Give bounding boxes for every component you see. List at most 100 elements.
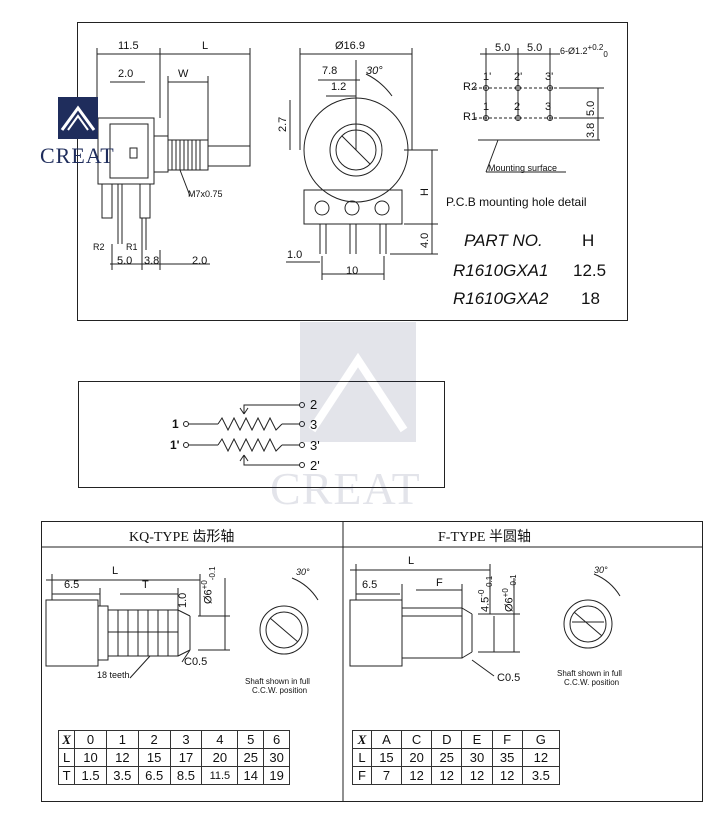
main-drawing-frame bbox=[77, 22, 628, 321]
f-l-cell: 35 bbox=[491, 748, 523, 767]
pcb-pin-1: 1 bbox=[483, 101, 490, 113]
part-table-header-part: PART NO. bbox=[464, 231, 543, 250]
kq-x-cell: 3 bbox=[169, 730, 203, 749]
kq-t-cell: 3.5 bbox=[105, 766, 139, 785]
pcb-caption: P.C.B mounting hole detail bbox=[446, 195, 587, 209]
kq-type-title: KQ-TYPE 齿形轴 bbox=[129, 530, 235, 545]
f-l-label: L bbox=[352, 748, 372, 767]
part-row-2-name: R1610GXA2 bbox=[453, 289, 549, 308]
f-f-label: F bbox=[352, 766, 372, 785]
schem-pin-3p: 3' bbox=[310, 438, 320, 453]
kq-dim-L: L bbox=[112, 565, 119, 577]
pcb-holes-spec: 6-Ø1.2+0.20 bbox=[560, 43, 608, 59]
dim-5-0: 5.0 bbox=[117, 255, 133, 267]
pcb-pin-2: 2 bbox=[514, 101, 521, 113]
kq-x-label: X bbox=[57, 730, 76, 749]
kq-angle: 30° bbox=[296, 567, 310, 577]
f-f-cell: 12 bbox=[401, 766, 433, 785]
f-x-label: X bbox=[352, 730, 372, 749]
f-type-title: F-TYPE 半圆轴 bbox=[438, 530, 531, 545]
kq-x-cell: 5 bbox=[237, 730, 265, 749]
angle-30: 30° bbox=[366, 65, 383, 77]
pcb-dim-5-0b: 5.0 bbox=[527, 42, 543, 54]
part-row-1-name: R1610GXA1 bbox=[453, 261, 549, 280]
label-r2: R2 bbox=[93, 242, 105, 252]
f-dim-diameter: Ø6+0-0.1 bbox=[501, 574, 518, 612]
f-f-cell: 3.5 bbox=[521, 766, 561, 785]
pcb-dim-3-8v: 3.8 bbox=[585, 122, 597, 138]
f-chamfer: C0.5 bbox=[497, 672, 521, 684]
f-dim-F: F bbox=[436, 577, 443, 589]
pcb-pin-3p: 3' bbox=[545, 71, 554, 83]
kq-note-line2: C.C.W. position bbox=[252, 686, 308, 695]
pcb-dim-5-0v: 5.0 bbox=[585, 100, 597, 116]
shaft-types-frame bbox=[41, 521, 703, 802]
kq-dim-6-5: 6.5 bbox=[64, 579, 80, 591]
f-l-cell: 12 bbox=[521, 748, 561, 767]
f-x-cell: E bbox=[461, 730, 493, 749]
dim-2-0-bottom: 2.0 bbox=[192, 255, 208, 267]
dim-2-0-top: 2.0 bbox=[118, 68, 134, 80]
f-x-cell: A bbox=[370, 730, 403, 749]
kq-l-cell: 15 bbox=[137, 748, 171, 767]
kq-t-cell: 8.5 bbox=[169, 766, 203, 785]
kq-l-label: L bbox=[57, 748, 76, 767]
f-l-cell: 30 bbox=[461, 748, 493, 767]
kq-l-cell: 10 bbox=[74, 748, 107, 767]
f-f-cell: 12 bbox=[431, 766, 463, 785]
kq-x-cell: 6 bbox=[263, 730, 290, 749]
part-row-1-h: 12.5 bbox=[573, 261, 607, 280]
kq-t-cell: 19 bbox=[263, 766, 290, 785]
f-angle: 30° bbox=[594, 565, 608, 575]
dim-3-8: 3.8 bbox=[144, 255, 160, 267]
pcb-pin-3: 3 bbox=[545, 101, 552, 113]
kq-t-cell: 14 bbox=[237, 766, 265, 785]
f-dim-L: L bbox=[408, 555, 415, 567]
kq-t-cell: 1.5 bbox=[74, 766, 107, 785]
kq-dim-T: T bbox=[142, 579, 149, 591]
schem-pin-1: 1 bbox=[172, 417, 179, 431]
kq-dimension-table: X 0 1 2 3 4 5 6 L 10 12 15 17 20 25 30 T… bbox=[57, 730, 290, 785]
f-l-cell: 15 bbox=[370, 748, 403, 767]
pcb-dim-5-0a: 5.0 bbox=[495, 42, 511, 54]
schem-pin-2p: 2' bbox=[310, 458, 320, 473]
kq-l-cell: 17 bbox=[169, 748, 203, 767]
dim-7-8: 7.8 bbox=[322, 65, 338, 77]
logo-mark bbox=[58, 97, 98, 139]
pcb-label-r2: R2 bbox=[463, 81, 478, 93]
kq-x-cell: 2 bbox=[137, 730, 171, 749]
f-dimension-table: X A C D E F G L 15 20 25 30 35 12 F 7 12… bbox=[352, 730, 561, 785]
kq-l-cell: 30 bbox=[263, 748, 290, 767]
thread-spec: M7x0.75 bbox=[188, 189, 223, 199]
schem-pin-2: 2 bbox=[310, 397, 318, 412]
kq-dim-1-0: 1.0 bbox=[177, 592, 189, 608]
schematic-frame bbox=[78, 381, 445, 488]
f-l-cell: 25 bbox=[431, 748, 463, 767]
f-x-cell: C bbox=[401, 730, 433, 749]
f-f-cell: 12 bbox=[491, 766, 523, 785]
dim-4-0: 4.0 bbox=[419, 232, 431, 248]
watermark-mark bbox=[300, 322, 416, 442]
pcb-pin-2p: 2' bbox=[514, 71, 523, 83]
kq-l-cell: 20 bbox=[201, 748, 239, 767]
schem-pin-3: 3 bbox=[310, 417, 318, 432]
dim-diameter-16-9: Ø16.9 bbox=[335, 40, 365, 52]
pcb-pin-1p: 1' bbox=[483, 71, 492, 83]
f-dim-4-5: 4.5-0-0.1 bbox=[477, 575, 494, 612]
dim-W: W bbox=[178, 68, 189, 80]
f-f-cell: 7 bbox=[370, 766, 403, 785]
kq-teeth-label: 18 teeth bbox=[97, 670, 130, 680]
kq-x-cell: 4 bbox=[201, 730, 239, 749]
kq-t-cell: 11.5 bbox=[201, 766, 239, 785]
mounting-surface-label: Mounting surface bbox=[488, 163, 558, 173]
watermark-text: CREAT bbox=[270, 463, 421, 514]
kq-chamfer: C0.5 bbox=[184, 656, 208, 668]
f-f-cell: 12 bbox=[461, 766, 493, 785]
kq-t-cell: 6.5 bbox=[137, 766, 171, 785]
f-x-cell: G bbox=[521, 730, 561, 749]
f-x-cell: D bbox=[431, 730, 463, 749]
brand-name: CREAT bbox=[40, 143, 115, 168]
kq-x-cell: 1 bbox=[105, 730, 139, 749]
dim-1-0: 1.0 bbox=[287, 249, 303, 261]
